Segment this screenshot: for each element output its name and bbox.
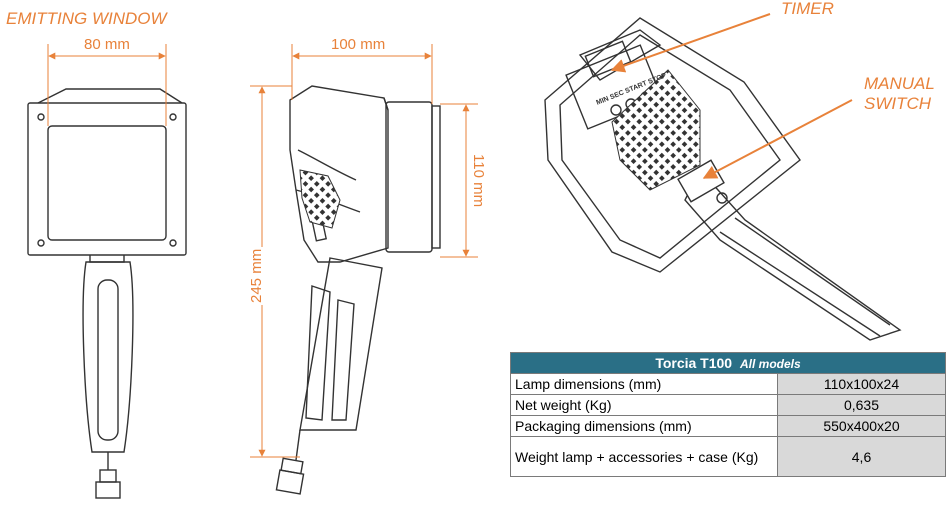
spec-value: 550x400x20: [777, 415, 946, 437]
spec-row-net-weight: Net weight (Kg) 0,635: [510, 394, 946, 416]
spec-label: Packaging dimensions (mm): [510, 415, 778, 437]
spec-table-header: Torcia T100 All models: [510, 352, 946, 374]
spec-value: 0,635: [777, 394, 946, 416]
spec-row-lamp-dimensions: Lamp dimensions (mm) 110x100x24: [510, 373, 946, 395]
emitting-window-label: EMITTING WINDOW: [6, 9, 167, 28]
spec-label: Weight lamp + accessories + case (Kg): [510, 436, 778, 477]
spec-value: 4,6: [777, 436, 946, 477]
total-length-dimension-label: 245 mm: [248, 246, 265, 305]
manual-switch-label-line1: MANUAL: [864, 74, 935, 93]
spec-label: Net weight (Kg): [510, 394, 778, 416]
manual-switch-label-line2: SWITCH: [864, 94, 932, 113]
spec-row-packaging-dimensions: Packaging dimensions (mm) 550x400x20: [510, 415, 946, 437]
perspective-grip-knurl: [611, 69, 701, 191]
front-width-dimension: [47, 44, 167, 126]
spec-label: Lamp dimensions (mm): [510, 373, 778, 395]
side-height-dimension-label: 110 mm: [470, 154, 487, 208]
spec-row-total-weight: Weight lamp + accessories + case (Kg) 4,…: [510, 436, 946, 477]
spec-value: 110x100x24: [777, 373, 946, 395]
manual-switch-leader-arrow: [702, 99, 853, 179]
spec-table: Torcia T100 All models Lamp dimensions (…: [510, 352, 946, 477]
side-dimensions: [250, 44, 478, 458]
spec-table-subtitle: All models: [739, 357, 801, 371]
spec-table-title: Torcia T100: [655, 355, 733, 371]
side-grip-knurl: [299, 169, 341, 229]
perspective-view-drawing: [544, 17, 902, 341]
side-view-drawing: [275, 85, 441, 495]
timer-leader-arrow: [610, 13, 771, 73]
front-width-dimension-label: 80 mm: [82, 36, 132, 53]
side-width-dimension-label: 100 mm: [329, 36, 388, 53]
timer-label: TIMER: [781, 0, 834, 18]
front-view-drawing: [27, 88, 187, 499]
